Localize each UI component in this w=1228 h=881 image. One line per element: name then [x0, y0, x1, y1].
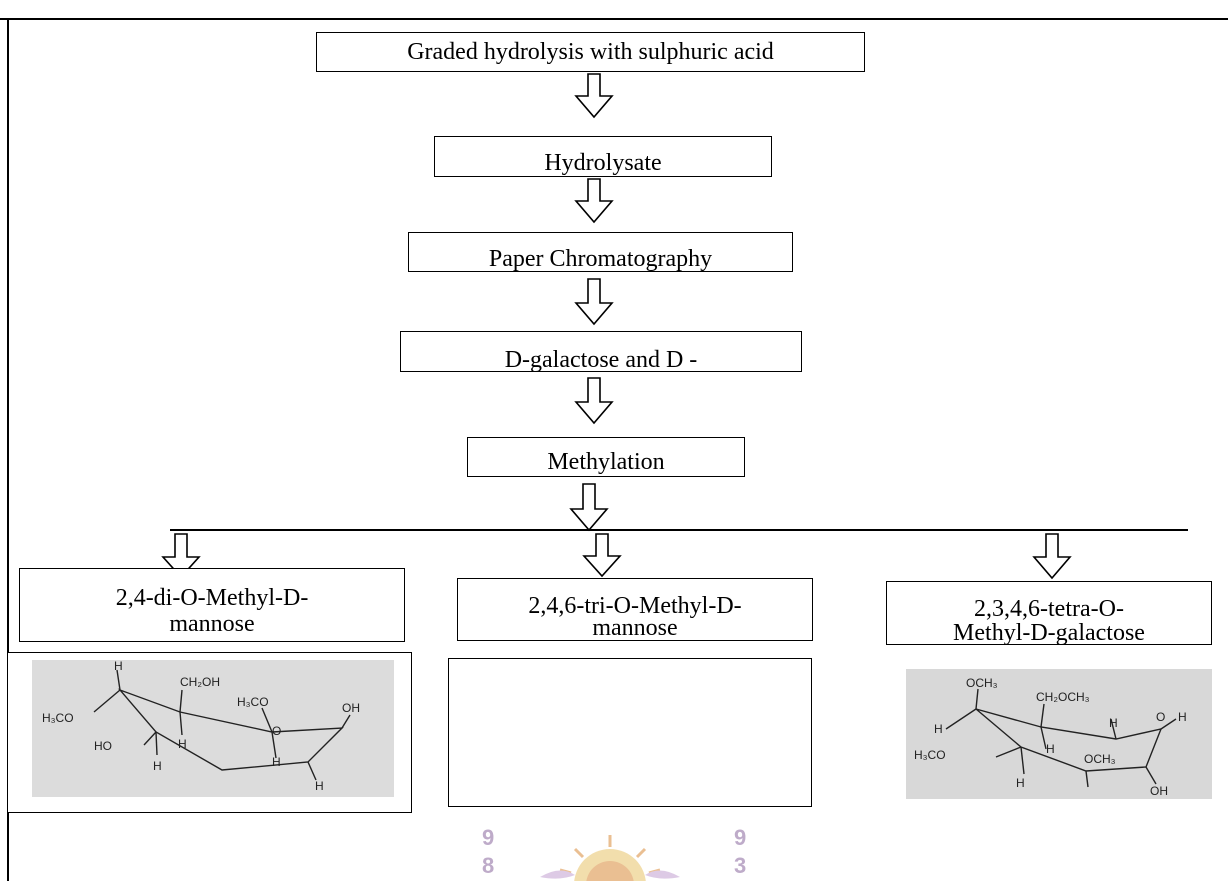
struct-left-label: OH — [342, 701, 360, 715]
structure-image-right: OCH₃ CH₂OCH₃ O H H H H H₃CO OCH₃ H OH — [906, 669, 1212, 799]
frame-left-border — [7, 18, 9, 881]
struct-right-label: H — [1178, 710, 1187, 724]
product-3-line2: Methyl-D-galactose — [953, 620, 1145, 645]
step-paper-chromatography-label: Paper Chromatography — [488, 246, 713, 272]
step-galactose-mannose-label: D-galactose and D - — [504, 347, 698, 372]
watermark-digit: 3 — [734, 853, 746, 878]
product-2-line2: mannose — [592, 615, 678, 641]
step-paper-chromatography: Paper Chromatography — [408, 232, 793, 272]
struct-left-label: O — [272, 724, 281, 738]
structure-image-left: H CH₂OH O H₃CO H H₃CO OH HO H H H — [32, 659, 394, 797]
struct-right-label: H — [1046, 742, 1055, 756]
down-arrow-icon — [1032, 533, 1072, 580]
down-arrow-icon — [574, 278, 614, 326]
branch-divider-line — [170, 529, 1188, 531]
struct-right-label: O — [1156, 710, 1165, 724]
frame-top-border — [0, 18, 1228, 20]
product-box-2: 2,4,6-tri-O-Methyl-D- mannose — [457, 578, 813, 641]
step-graded-hydrolysis-label: Graded hydrolysis with sulphuric acid — [407, 39, 774, 65]
struct-left-label: H₃CO — [42, 711, 74, 725]
struct-right-label: H₃CO — [914, 748, 946, 762]
struct-left-label: H — [153, 759, 162, 773]
down-arrow-icon — [574, 377, 614, 425]
struct-right-label: H — [1016, 776, 1025, 790]
step-methylation: Methylation — [467, 437, 745, 477]
struct-right-label: OCH₃ — [1084, 752, 1116, 766]
product-2-line1: 2,4,6-tri-O-Methyl-D- — [528, 593, 742, 619]
chair-structure-left: H CH₂OH O H₃CO H H₃CO OH HO H H H — [42, 659, 360, 793]
down-arrow-icon — [574, 73, 614, 119]
struct-right-label: OCH₃ — [966, 676, 998, 690]
down-arrow-icon — [569, 483, 609, 532]
chair-structure-right: OCH₃ CH₂OCH₃ O H H H H H₃CO OCH₃ H OH — [914, 676, 1187, 798]
struct-left-label: H — [315, 779, 324, 793]
watermark-seal-icon: 9 8 9 3 — [482, 825, 746, 881]
step-methylation-label: Methylation — [547, 449, 665, 475]
product-3-line1: 2,3,4,6-tetra-O- — [974, 596, 1124, 622]
struct-right-label: OH — [1150, 784, 1168, 798]
struct-right-label: H — [934, 722, 943, 736]
step-hydrolysate-label: Hydrolysate — [544, 150, 662, 176]
down-arrow-icon — [582, 533, 622, 578]
step-graded-hydrolysis: Graded hydrolysis with sulphuric acid — [316, 32, 865, 72]
product-box-1: 2,4-di-O-Methyl-D- mannose — [19, 568, 405, 642]
struct-right-label: CH₂OCH₃ — [1036, 690, 1090, 704]
down-arrow-icon — [574, 178, 614, 224]
struct-left-label: CH₂OH — [180, 675, 220, 689]
watermark-digit: 9 — [734, 825, 746, 850]
step-galactose-mannose: D-galactose and D - — [400, 331, 802, 372]
down-arrow-icon — [161, 533, 201, 579]
struct-left-label: H — [272, 755, 281, 769]
struct-left-label: H — [178, 737, 187, 751]
watermark-digit: 9 — [482, 825, 494, 850]
watermark-logo: 9 8 9 3 — [440, 825, 780, 881]
product-box-3: 2,3,4,6-tetra-O- Methyl-D-galactose — [886, 581, 1212, 645]
watermark-digit: 8 — [482, 853, 494, 878]
struct-right-label: H — [1109, 716, 1118, 730]
product-1-line2: mannose — [169, 611, 255, 637]
struct-left-label: H — [114, 660, 123, 673]
structure-box-middle — [448, 658, 812, 807]
struct-left-label: HO — [94, 739, 112, 753]
struct-left-label: H₃CO — [237, 695, 269, 709]
product-1-line1: 2,4-di-O-Methyl-D- — [115, 585, 309, 611]
step-hydrolysate: Hydrolysate — [434, 136, 772, 177]
